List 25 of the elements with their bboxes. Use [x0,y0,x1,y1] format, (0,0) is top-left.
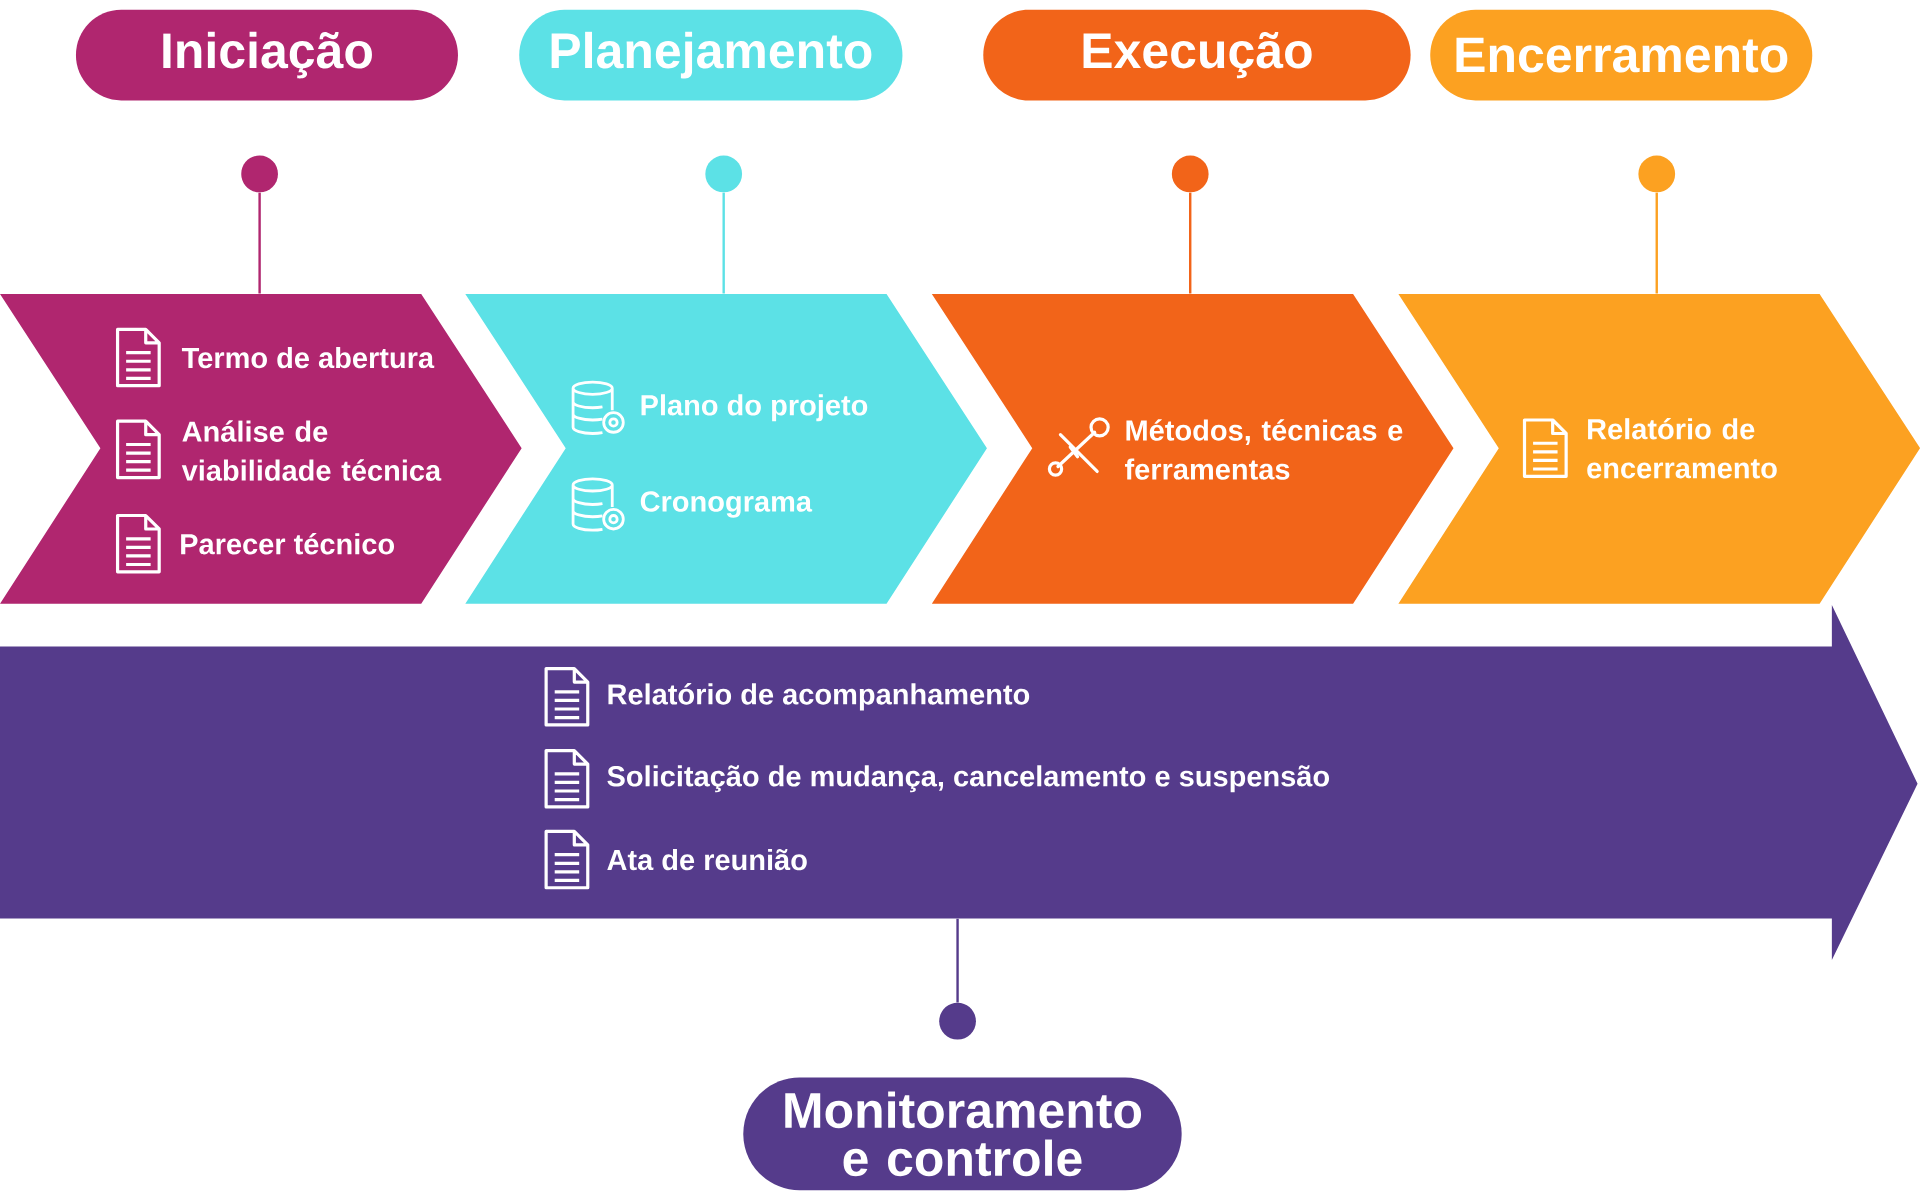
item-label: Análise de viabilidade técnica [181,420,442,481]
phase-pill: Execução [983,9,1411,101]
item-label: Parecer técnico [181,532,394,555]
item-label: Termo de abertura [181,346,435,369]
dot [1638,155,1676,193]
item-label: Solicitação de mudança, cancelamento e suspensão [607,765,1330,793]
dot [939,1002,976,1040]
phase-pill: Iniciação [75,9,458,101]
phase-pill: Planejamento [519,9,903,101]
connector-line [722,192,725,294]
item-label: Relatório de acompanhamento [608,683,1030,711]
dot [241,155,278,193]
item-label: Métodos, técnicas e ferramentas [1125,419,1403,480]
connector-line [1189,192,1192,294]
item-label: Relatório de encerramento [1587,417,1777,479]
dot [1171,155,1209,193]
connector-line [258,192,261,294]
phase-pill: Encerramento [1430,9,1813,101]
item-label: Plano do projeto [641,394,868,422]
item-label: Cronograma [640,491,813,518]
item-label: Ata de reunião [607,848,807,871]
phase-pill: Monitoramento e controle [743,1077,1182,1191]
connector-line [1655,192,1658,294]
connector-line [956,918,959,1003]
dot [705,155,743,193]
